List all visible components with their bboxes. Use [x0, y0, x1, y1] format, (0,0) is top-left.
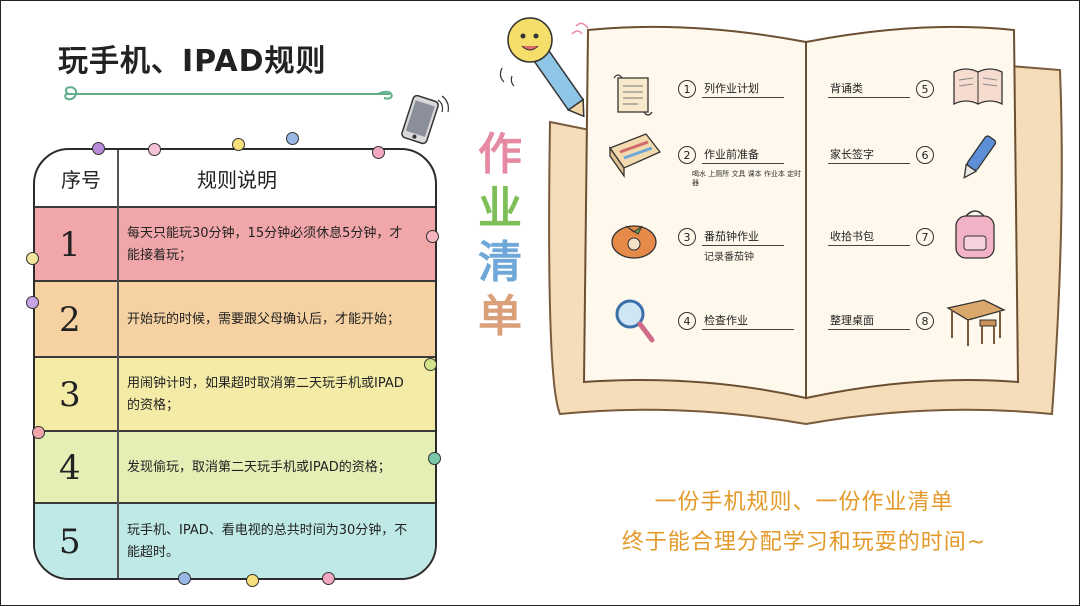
- dot-decoration: [424, 358, 437, 371]
- dot-decoration: [32, 426, 45, 439]
- dot-decoration: [246, 574, 259, 587]
- row-number: 2: [59, 300, 81, 340]
- title-char: 单: [478, 291, 522, 342]
- row-number: 1: [59, 225, 81, 265]
- row-number: 4: [59, 448, 81, 488]
- row-text: 开始玩的时候，需要跟父母确认后，才能开始；: [127, 312, 401, 327]
- tomato-icon: [611, 225, 657, 259]
- table-row: 3 用闹钟计时，如果超时取消第二天玩手机或IPAD的资格；: [35, 356, 435, 432]
- magnifier-icon: [615, 299, 655, 343]
- dot-decoration: [26, 252, 39, 265]
- row-text: 每天只能玩30分钟，15分钟必须休息5分钟，才能接着玩；: [127, 226, 403, 263]
- dot-decoration: [178, 572, 191, 585]
- row-text: 发现偷玩，取消第二天玩手机或IPAD的资格；: [127, 460, 391, 475]
- dot-decoration: [92, 142, 105, 155]
- table-header: 序号 规则说明: [35, 150, 435, 206]
- step-number: 3: [678, 228, 696, 246]
- step-number: 2: [678, 146, 696, 164]
- table-row: 2 开始玩的时候，需要跟父母确认后，才能开始；: [35, 280, 435, 358]
- rules-table: 序号 规则说明 1 每天只能玩30分钟，15分钟必须休息5分钟，才能接着玩； 2…: [33, 148, 437, 580]
- title-flourish-decoration: [64, 86, 393, 101]
- step-label: 家长签字: [828, 146, 910, 164]
- table-row: 5 玩手机、IPAD、看电视的总共时间为30分钟，不能超时。: [35, 502, 435, 578]
- homework-item-3: 3 番茄钟作业: [678, 228, 784, 246]
- title-char: 业: [478, 183, 522, 234]
- header-number: 序号: [61, 168, 101, 192]
- step-label: 整理桌面: [828, 312, 910, 330]
- step-sub-label: 记录番茄钟: [704, 252, 754, 263]
- dot-decoration: [286, 132, 299, 145]
- tagline-line-2: 终于能合理分配学习和玩耍的时间~: [621, 530, 987, 555]
- backpack-icon: [955, 210, 995, 259]
- dot-decoration: [322, 572, 335, 585]
- header-description: 规则说明: [197, 168, 277, 192]
- page-title: 玩手机、IPAD规则: [58, 44, 327, 79]
- homework-item-1: 1 列作业计划: [678, 80, 784, 98]
- title-char: 清: [478, 237, 522, 288]
- step-label: 作业前准备: [702, 146, 784, 164]
- dot-decoration: [232, 138, 245, 151]
- scroll-icon: [613, 74, 653, 116]
- dot-decoration: [372, 146, 385, 159]
- step-sub-label: 喝水 上厕所 文具 课本 作业本 定时器: [692, 170, 802, 187]
- step-number: 6: [916, 146, 934, 164]
- homework-item-5: 背诵类 5: [828, 80, 934, 98]
- step-number: 7: [916, 228, 934, 246]
- pencil-box-icon: [608, 133, 662, 179]
- row-number: 5: [59, 522, 81, 562]
- homework-item-4: 4 检查作业: [678, 312, 794, 330]
- row-number: 3: [59, 375, 81, 415]
- homework-item-8: 整理桌面 8: [828, 312, 934, 330]
- homework-item-7: 收拾书包 7: [828, 228, 934, 246]
- phone-icon: [401, 94, 449, 145]
- table-row: 4 发现偷玩，取消第二天玩手机或IPAD的资格；: [35, 430, 435, 504]
- pen-icon: [963, 135, 997, 179]
- step-number: 1: [678, 80, 696, 98]
- pencil-mascot-icon: [499, 17, 589, 118]
- step-number: 8: [916, 312, 934, 330]
- column-divider: [117, 150, 119, 578]
- homework-item-6: 家长签字 6: [828, 146, 934, 164]
- row-text: 用闹钟计时，如果超时取消第二天玩手机或IPAD的资格；: [127, 376, 404, 413]
- title-char: 作: [478, 129, 522, 180]
- step-number: 5: [916, 80, 934, 98]
- dot-decoration: [148, 143, 161, 156]
- row-text: 玩手机、IPAD、看电视的总共时间为30分钟，不能超时。: [127, 523, 408, 560]
- table-row: 1 每天只能玩30分钟，15分钟必须休息5分钟，才能接着玩；: [35, 206, 435, 282]
- homework-item-2: 2 作业前准备: [678, 146, 784, 164]
- step-label: 检查作业: [702, 312, 794, 330]
- tagline-line-1: 一份手机规则、一份作业清单: [654, 490, 954, 515]
- open-book-icon: [953, 68, 1003, 106]
- homework-list-vertical-title: 作 业 清 单: [470, 128, 530, 344]
- step-label: 番茄钟作业: [702, 228, 784, 246]
- step-label: 收拾书包: [828, 228, 910, 246]
- step-label: 列作业计划: [702, 80, 784, 98]
- dot-decoration: [26, 296, 39, 309]
- step-number: 4: [678, 312, 696, 330]
- desk-icon: [946, 299, 1006, 346]
- dot-decoration: [426, 230, 439, 243]
- step-label: 背诵类: [828, 80, 910, 98]
- dot-decoration: [428, 452, 441, 465]
